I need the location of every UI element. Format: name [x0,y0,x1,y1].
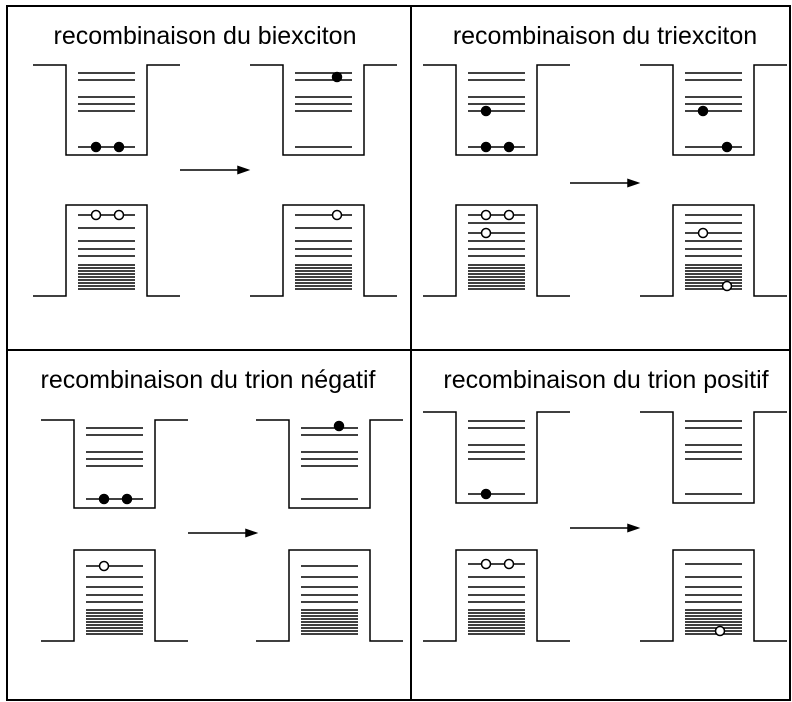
electron [331,71,343,83]
valence-well-initial [423,549,570,642]
transition-arrow [180,165,251,175]
electron [98,493,110,505]
panel-triexciton [423,64,787,297]
electron [480,141,492,153]
hole [714,625,726,637]
valence-well-initial [33,204,180,297]
hole [113,209,125,221]
transition-arrow [570,523,641,533]
transition-arrow [188,528,259,538]
electron [333,420,345,432]
hole [503,209,515,221]
electron [121,493,133,505]
conduction-well-initial [33,64,180,156]
hole [697,227,709,239]
conduction-well-initial [41,419,188,509]
grid-frame [6,5,791,701]
hole [721,280,733,292]
valence-well-initial [423,204,570,297]
conduction-well-final [250,64,397,156]
electron [480,488,492,500]
panel-biexciton [33,64,397,297]
valence-well-final [640,204,787,297]
panel-negative-trion [41,419,403,642]
panel-title-negative-trion: recombinaison du trion négatif [41,366,376,394]
conduction-well-final [640,411,787,504]
panel-title-positive-trion: recombinaison du trion positif [443,366,768,394]
valence-well-final [256,549,403,642]
conduction-well-initial [423,411,570,504]
electron [113,141,125,153]
outer-border [6,5,791,701]
hole [90,209,102,221]
valence-well-final [640,549,787,642]
panel-title-biexciton: recombinaison du biexciton [54,22,357,50]
conduction-well-final [256,419,403,509]
hole [480,558,492,570]
hole [480,227,492,239]
conduction-well-initial [423,64,570,156]
hole [331,209,343,221]
conduction-well-final [640,64,787,156]
panel-positive-trion [423,411,787,642]
hole [503,558,515,570]
valence-well-final [250,204,397,297]
electron [697,105,709,117]
valence-well-initial [41,549,188,642]
hole [480,209,492,221]
hole [98,560,110,572]
electron [480,105,492,117]
transition-arrow [570,178,641,188]
electron [90,141,102,153]
electron [503,141,515,153]
electron [721,141,733,153]
panel-title-triexciton: recombinaison du triexciton [453,22,757,50]
